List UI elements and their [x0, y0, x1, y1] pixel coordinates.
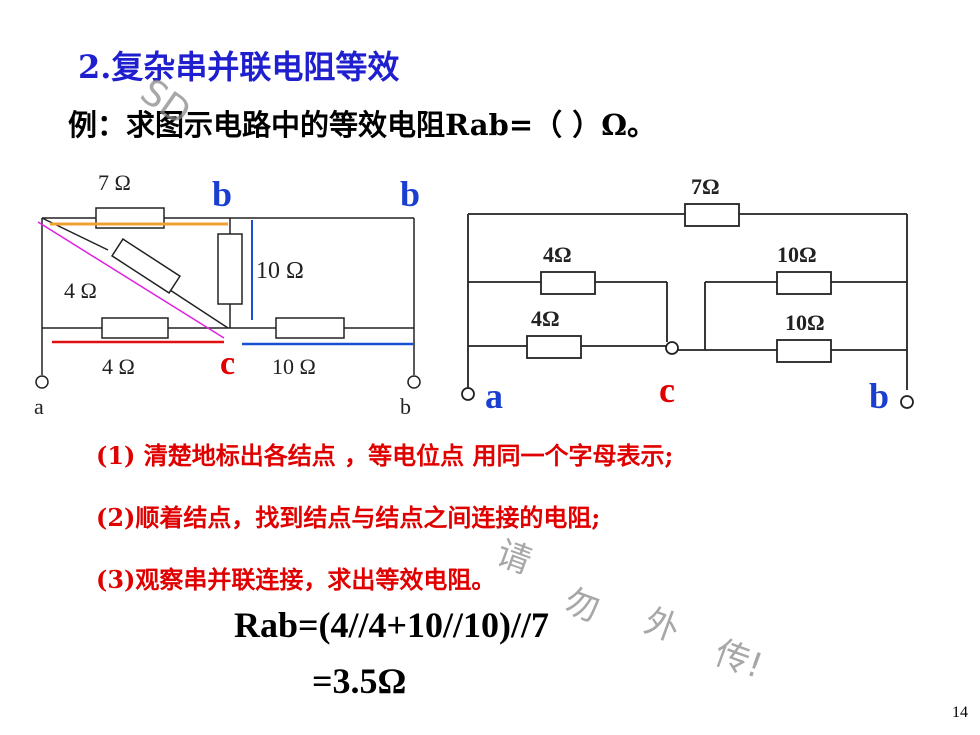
watermark-char2: 勿 — [558, 581, 605, 631]
step-1: (1) 清楚地标出各结点 ，等电位点 用同一个字母表示; — [96, 441, 674, 470]
question-text: 例：求图示电路中的等效电阻Rab=（ ）Ω。 — [68, 108, 657, 142]
page-number: 14 — [952, 704, 968, 721]
result-formula: Rab=(4//4+10//10)//7 — [234, 605, 550, 645]
watermark-char4: 传! — [709, 632, 768, 687]
node-b-right: b — [400, 174, 420, 214]
label-r10a: 10Ω — [777, 242, 817, 267]
watermark-char1: 请 — [490, 533, 537, 583]
label-bottom-10ohm: 10 Ω — [272, 354, 316, 379]
terminal-a: a — [34, 394, 44, 419]
right-node-b: b — [869, 376, 889, 416]
label-r7: 7Ω — [691, 174, 720, 199]
left-circuit-diagram: 7 Ω 4 Ω 10 Ω 4 Ω 10 Ω b b c a b — [34, 170, 421, 419]
label-r4b: 4Ω — [531, 306, 560, 331]
label-bottom-4ohm: 4 Ω — [102, 354, 135, 379]
right-node-a: a — [485, 376, 503, 416]
node-c: c — [220, 345, 235, 382]
right-circuit-diagram: 7Ω 4Ω 4Ω 10Ω 10Ω a c b — [461, 174, 914, 416]
label-diag-4ohm: 4 Ω — [64, 278, 97, 303]
step-2: (2)顺着结点，找到结点与结点之间连接的电阻; — [96, 503, 601, 532]
label-vert-10ohm: 10 Ω — [256, 258, 304, 284]
label-7ohm: 7 Ω — [98, 170, 131, 195]
label-r10b: 10Ω — [785, 310, 825, 335]
step-3: (3)观察串并联连接，求出等效电阻。 — [96, 565, 496, 594]
label-r4a: 4Ω — [543, 242, 572, 267]
right-node-c: c — [659, 370, 675, 410]
watermark-char3: 外 — [638, 601, 685, 651]
result-value: =3.5Ω — [312, 661, 407, 701]
terminal-b: b — [400, 394, 411, 419]
node-b-left: b — [212, 174, 232, 214]
slide-title: 2.复杂串并联电阻等效 — [78, 48, 400, 86]
